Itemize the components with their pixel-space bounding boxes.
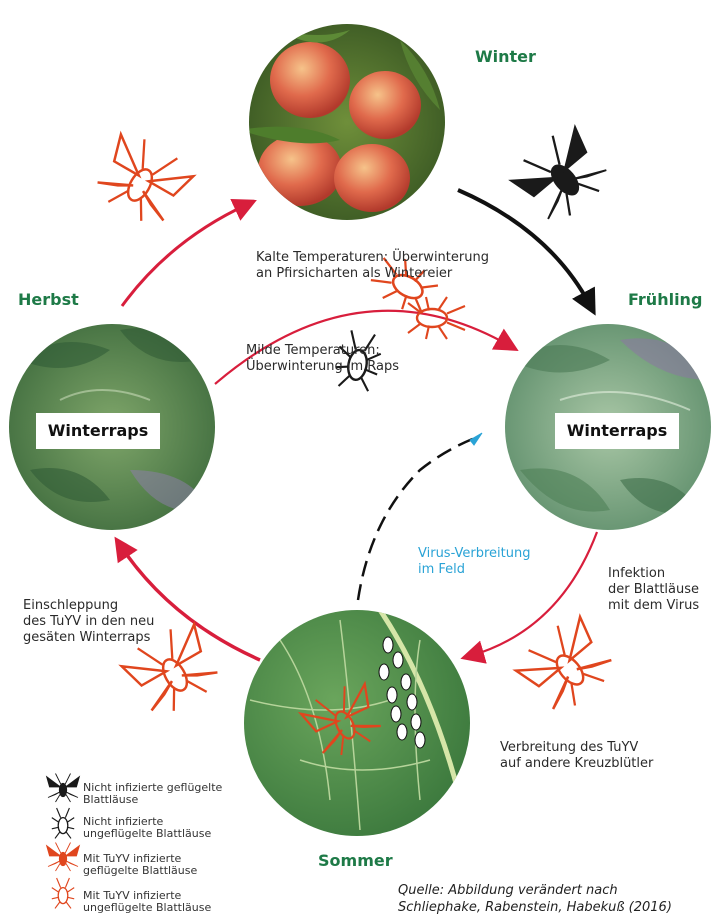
legend-infected-winged-icon — [47, 843, 80, 872]
healthy-winged-aphid-icon — [506, 121, 616, 230]
season-label-winter: Winter — [475, 47, 536, 66]
label-cold-temperatures: Kalte Temperaturen: Überwinterung an Pfi… — [256, 250, 489, 282]
label-introduction: Einschleppung des TuYV in den neu gesäte… — [23, 598, 154, 646]
legend-infected-wingless-icon — [52, 878, 74, 908]
legend-healthy-winged-icon — [47, 774, 80, 803]
infected-winged-aphid-icon — [89, 128, 197, 232]
source-citation: Quelle: Abbildung verändert nach Schliep… — [398, 882, 672, 916]
season-label-summer: Sommer — [318, 851, 393, 870]
season-label-autumn: Herbst — [18, 290, 79, 309]
legend-healthy-wingless: Nicht infizierte ungeflügelte Blattläuse — [83, 816, 211, 840]
winterraps-label-left: Winterraps — [36, 413, 160, 449]
legend-icons — [47, 774, 80, 909]
season-label-spring: Frühling — [628, 290, 702, 309]
legend-infected-winged: Mit TuYV infizierte geflügelte Blattläus… — [83, 853, 197, 877]
legend-healthy-wingless-icon — [52, 808, 74, 838]
label-infection: Infektion der Blattläuse mit dem Virus — [608, 566, 699, 614]
label-spread-crucifers: Verbreitung des TuYV auf andere Kreuzblü… — [500, 740, 653, 772]
arrow-winter-to-spring — [458, 190, 590, 305]
winterraps-label-right: Winterraps — [555, 413, 679, 449]
winter-peach-photo — [240, 24, 445, 220]
label-virus-spread: Virus-Verbreitung im Feld — [418, 546, 530, 578]
label-mild-temperatures: Milde Temperaturen: Überwinterung im Rap… — [246, 343, 399, 375]
legend-healthy-winged: Nicht infizierte geflügelte Blattläuse — [83, 782, 222, 806]
legend-infected-wingless: Mit TuYV infizierte ungeflügelte Blattlä… — [83, 890, 211, 914]
summer-leaf-photo — [244, 610, 470, 840]
